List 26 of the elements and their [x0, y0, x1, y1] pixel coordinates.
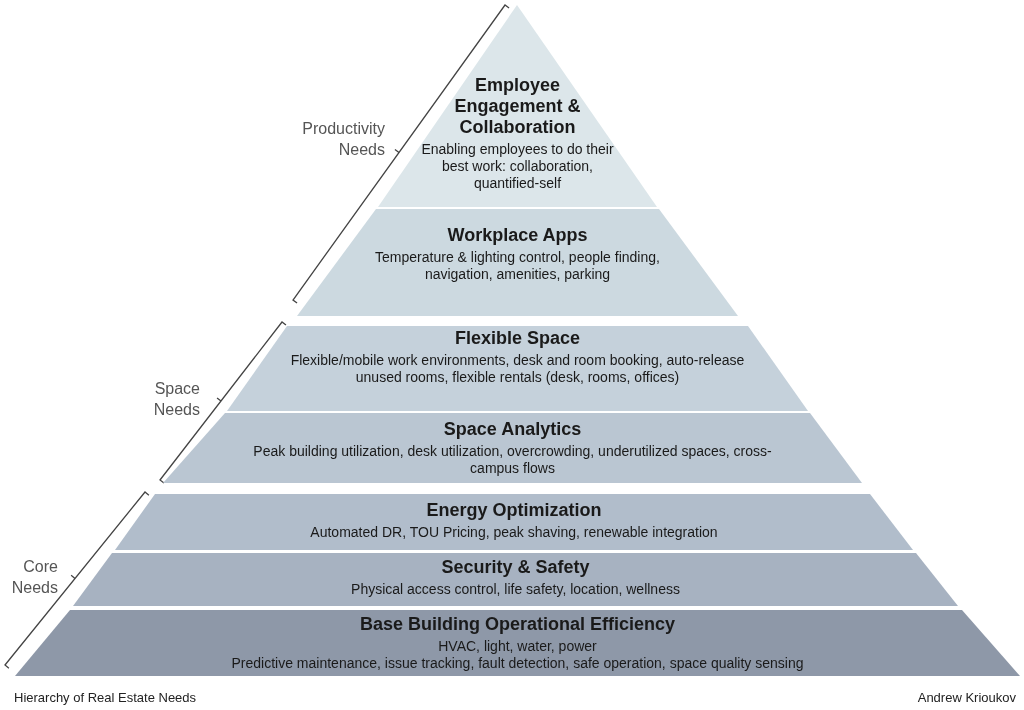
pyramid-tier — [15, 610, 1020, 676]
group-label: Space Needs — [152, 379, 200, 420]
tier-description: Predictive maintenance, issue tracking, fault detection, safe operation, space quality sensing — [231, 655, 804, 672]
pyramid-tier — [163, 413, 862, 483]
tier-description: Temperature & lighting control, people finding, navigation, amenities, parking — [374, 249, 661, 283]
group-label: Core Needs — [10, 557, 58, 598]
tier-title: Employee Engagement & Collaboration — [453, 75, 582, 138]
caption: Hierarchy of Real Estate Needs — [14, 690, 197, 705]
tier-title: Workplace Apps — [447, 225, 588, 246]
pyramid-tier — [297, 209, 738, 316]
tier-title: Base Building Operational Efficiency — [359, 614, 676, 635]
author-name: Andrew Krioukov — [917, 690, 1016, 705]
tier-description: Peak building utilization, desk utilization, overcrowding, underutilized spaces, cross-campus flows — [252, 443, 773, 477]
tier-title: Flexible Space — [454, 328, 581, 349]
pyramid-tier — [227, 326, 808, 411]
pyramid-tier — [73, 553, 958, 606]
tier-title: Space Analytics — [443, 419, 582, 440]
tier-description: Flexible/mobile work environments, desk and room booking, auto-release unused rooms, flexible rentals (desk, rooms, offices) — [289, 352, 746, 386]
tier-title: Security & Safety — [441, 557, 590, 578]
tier-title: Energy Optimization — [426, 500, 602, 521]
tier-description: Automated DR, TOU Pricing, peak shaving, renewable integration — [310, 524, 718, 541]
pyramid-tier — [115, 494, 913, 550]
tier-description: HVAC, light, water, power — [438, 638, 597, 655]
tier-description: Enabling employees to do their best work: collaboration, quantified-self — [420, 141, 615, 192]
group-label: Productivity Needs — [301, 119, 385, 160]
tier-description: Physical access control, life safety, location, wellness — [351, 581, 680, 598]
